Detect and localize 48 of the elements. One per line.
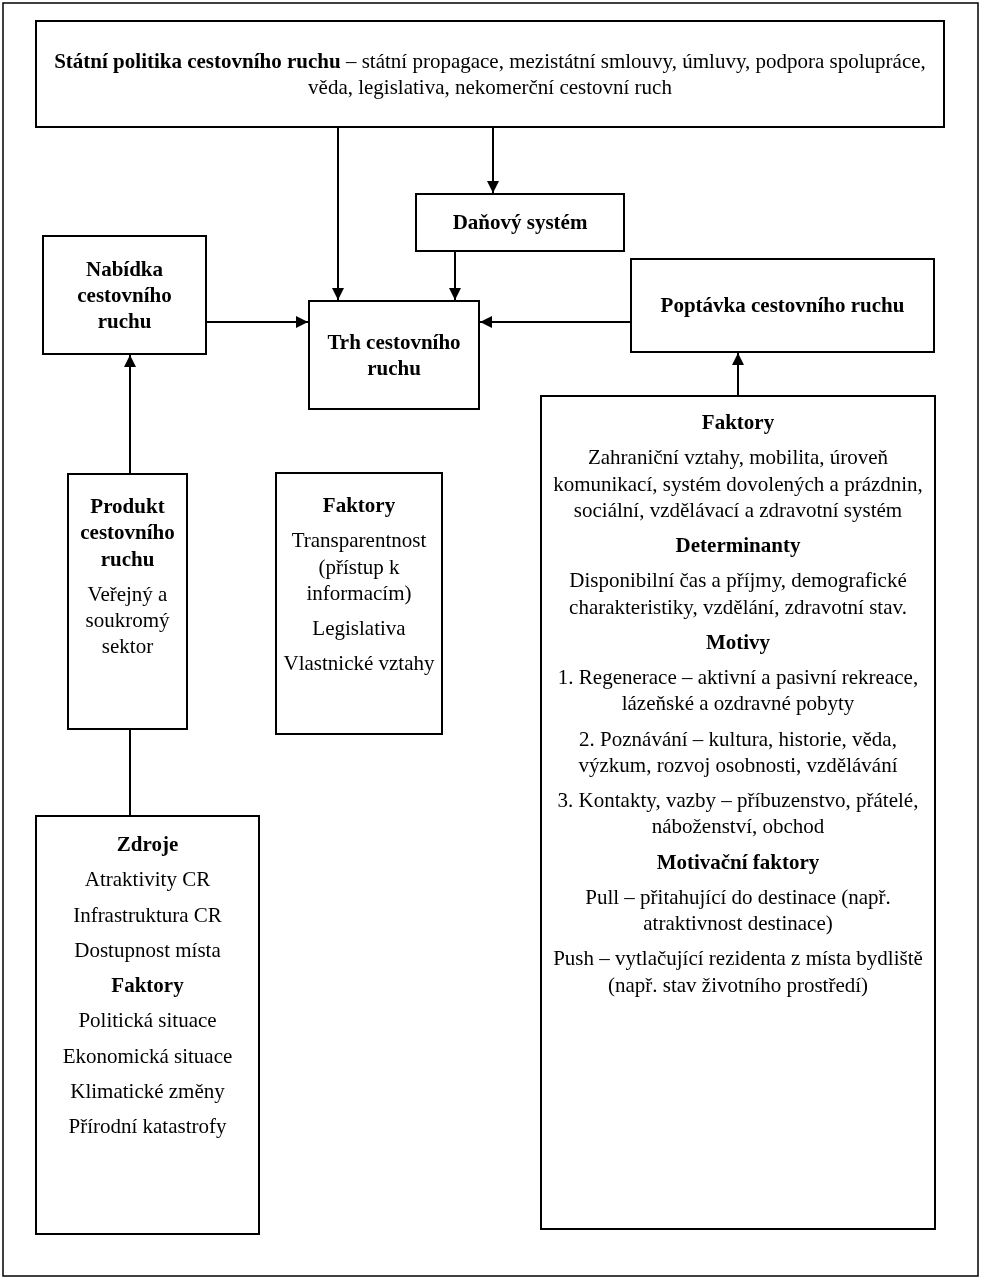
body-text: Vlastnické vztahy [282,650,436,677]
heading: Trh cestovního ruchu [326,328,462,382]
body-text: 2. Poznávání – kultura, historie, věda, výzkum, rozvoj osobnosti, vzdělávání [577,725,899,778]
text-box [308,300,480,410]
heading: Faktory [700,409,776,436]
arrow [124,354,136,474]
text-box [67,473,188,730]
body-text: Dostupnost místa [73,936,222,963]
text-box [540,395,936,1230]
arrow [732,352,744,396]
body-text: Atraktivity CR [83,866,212,893]
body-text: Infrastruktura CR [72,901,223,928]
body-text: Pull – přitahující do destinace (např. atraktivnost destinace) [584,883,892,937]
body-text: Transparentnost (přístup k informacím) [290,527,428,606]
arrow [206,316,309,328]
body-text: Přírodní katastrofy [67,1113,228,1140]
heading: Produkt cestovního ruchu [79,493,176,572]
body-text: Státní politika cestovního ruchu – státní propagace, mezistátní smlouvy, úmluvy, podpora spolupráce, věda, legislativa, nekomerční cestovní ruch [53,47,927,101]
text-box [275,472,443,735]
body-text: Zahraniční vztahy, mobilita, úroveň komunikací, systém dovolených a prázdnin, sociální, vzdělávací a zdravotní systém [552,444,924,523]
text-box [35,815,260,1235]
text-box [35,20,945,128]
body-text: Politická situace [77,1007,218,1034]
heading: Zdroje [115,831,180,858]
text-box [630,258,935,353]
connector-line [129,729,131,816]
body-text: 1. Regenerace – aktivní a pasivní rekreace, lázeňské a ozdravné pobyty [556,664,920,717]
arrow [487,127,499,194]
body-text: Veřejný a soukromý sektor [84,580,171,660]
text-box [42,235,207,355]
heading: Motivační faktory [655,848,821,875]
body-text: Legislativa [311,615,407,642]
heading: Determinanty [674,532,802,559]
arrow [332,127,344,301]
text-box [415,193,625,252]
heading: Daňový systém [451,209,589,236]
arrow [479,316,631,328]
arrow [449,251,461,301]
body-text: 3. Kontakty, vazby – příbuzenstvo, přátelé, náboženství, obchod [556,787,920,840]
body-text: Klimatické změny [69,1077,226,1104]
heading: Faktory [321,492,397,519]
body-text: Disponibilní čas a příjmy, demografické charakteristiky, vzdělání, zdravotní stav. [568,567,908,620]
heading: Motivy [704,628,772,655]
heading: Poptávka cestovního ruchu [659,292,906,319]
body-text: Ekonomická situace [61,1042,234,1069]
heading: Faktory [110,972,185,999]
body-text: Push – vytlačující rezidenta z místa bydliště (např. stav životního prostředí) [552,945,924,998]
heading: Nabídka cestovního ruchu [76,255,173,335]
